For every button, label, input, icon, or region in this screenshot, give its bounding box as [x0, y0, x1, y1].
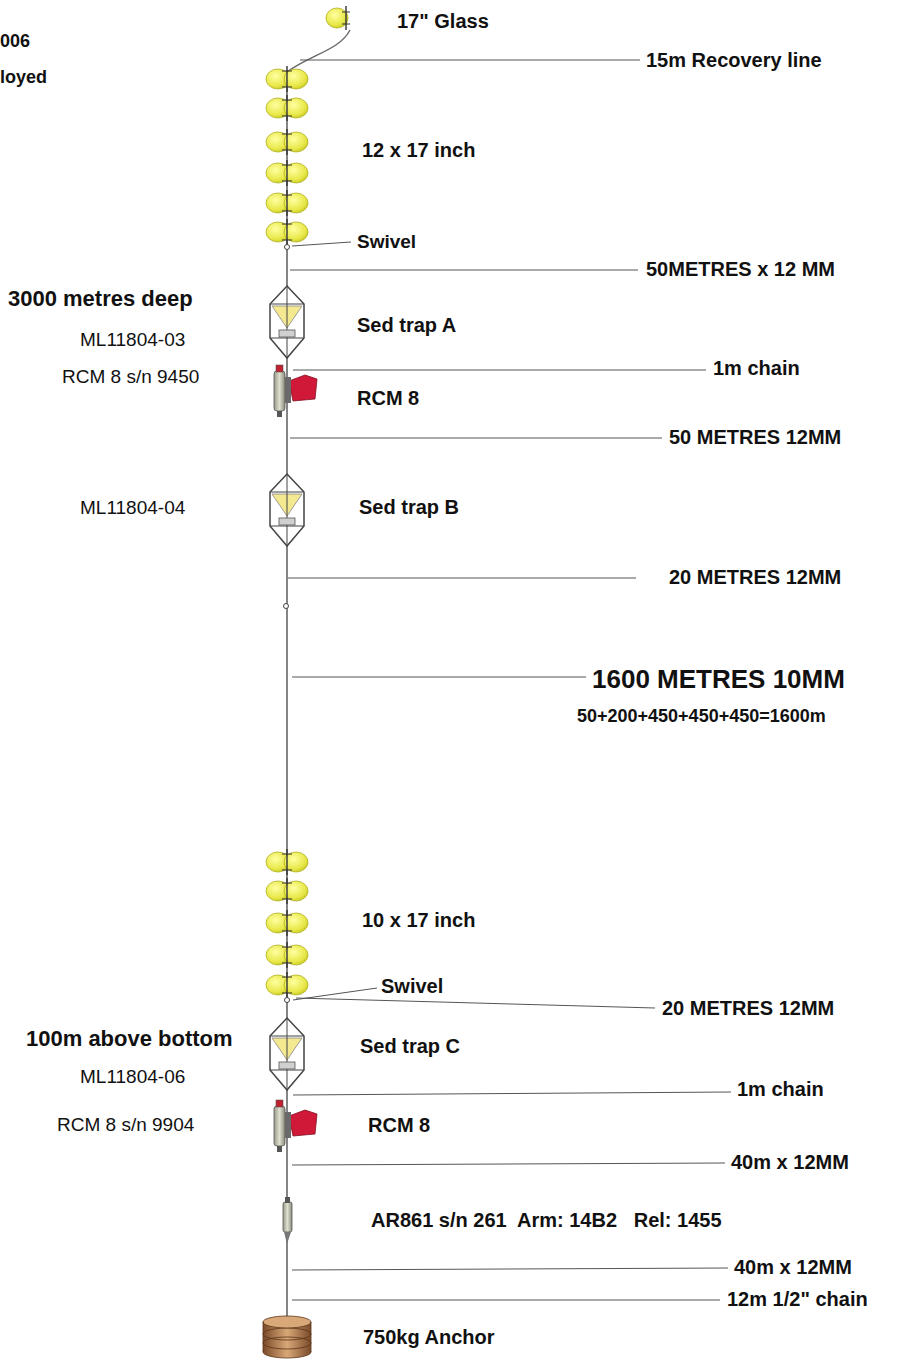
- label: 15m Recovery line: [646, 50, 822, 70]
- label: 750kg Anchor: [363, 1327, 495, 1347]
- label: Sed trap C: [360, 1036, 460, 1056]
- label: 40m x 12MM: [731, 1152, 849, 1172]
- label: 40m x 12MM: [734, 1257, 852, 1277]
- label: 10 x 17 inch: [362, 910, 475, 930]
- label: 3000 metres deep: [8, 288, 193, 310]
- label: 50+200+450+450+450=1600m: [577, 707, 826, 725]
- label: RCM 8: [357, 388, 419, 408]
- label: ML11804-03: [80, 330, 185, 349]
- label: 1600 METRES 10MM: [592, 666, 845, 692]
- label: 17" Glass: [397, 11, 489, 31]
- label: RCM 8: [368, 1115, 430, 1135]
- label: 1m chain: [713, 358, 800, 378]
- label: Sed trap B: [359, 497, 459, 517]
- label: ML11804-04: [80, 498, 185, 517]
- label: 1m chain: [737, 1079, 824, 1099]
- label: RCM 8 s/n 9904: [57, 1115, 194, 1134]
- label: 20 METRES 12MM: [662, 998, 834, 1018]
- label: 12m 1/2" chain: [727, 1289, 868, 1309]
- label: RCM 8 s/n 9450: [62, 367, 199, 386]
- label: 006: [0, 32, 30, 50]
- label: 100m above bottom: [26, 1028, 233, 1050]
- label: AR861 s/n 261 Arm: 14B2 Rel: 1455: [371, 1210, 722, 1230]
- label: loyed: [0, 68, 47, 86]
- label: 50METRES x 12 MM: [646, 259, 835, 279]
- label: 20 METRES 12MM: [669, 567, 841, 587]
- label: Swivel: [381, 976, 443, 996]
- label: Swivel: [357, 232, 416, 251]
- label: Sed trap A: [357, 315, 456, 335]
- label: ML11804-06: [80, 1067, 185, 1086]
- label: 50 METRES 12MM: [669, 427, 841, 447]
- label: 12 x 17 inch: [362, 140, 475, 160]
